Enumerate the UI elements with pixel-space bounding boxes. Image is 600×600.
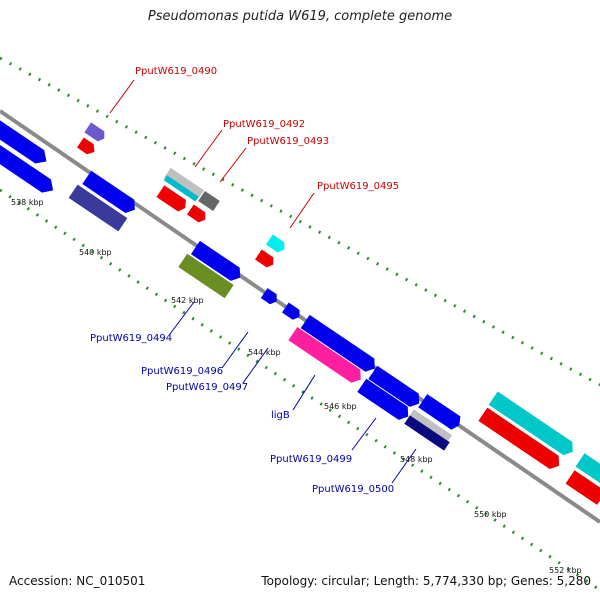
topology-text: Topology: circular; Length: 5,774,330 bp… — [261, 574, 591, 588]
gene-features — [0, 112, 600, 505]
outer-dotted-track — [0, 56, 600, 387]
gene-arrow[interactable] — [163, 175, 199, 202]
tick-label: 540 kbp — [79, 248, 112, 257]
gene-label[interactable]: PputW619_0500 — [312, 484, 394, 495]
gene-label[interactable]: PputW619_0494 — [90, 333, 172, 344]
accession-text: Accession: NC_010501 — [9, 574, 146, 588]
tick-label: 544 kbp — [248, 348, 281, 357]
gene-arrow[interactable] — [0, 140, 58, 197]
gene-labels-top: PputW619_0490 PputW619_0492 PputW619_049… — [135, 66, 399, 192]
gene-arrow[interactable] — [82, 170, 139, 217]
gene-arrow[interactable] — [565, 470, 600, 505]
gene-label[interactable]: PputW619_0493 — [247, 136, 329, 147]
gene-arrow[interactable] — [190, 240, 245, 284]
gene-arrow[interactable] — [575, 453, 600, 488]
gene-arrow[interactable] — [0, 112, 51, 168]
tick-label: 538 kbp — [11, 198, 44, 207]
gene-arrow[interactable] — [368, 365, 423, 411]
gene-label[interactable]: PputW619_0490 — [135, 66, 217, 77]
gene-arrow[interactable] — [255, 249, 277, 270]
callout-lines — [109, 79, 417, 484]
gene-arrow[interactable] — [357, 378, 412, 424]
gene-arrow[interactable] — [300, 314, 380, 375]
gene-arrow[interactable] — [198, 190, 220, 212]
gene-arrow[interactable] — [266, 234, 288, 255]
gene-arrow[interactable] — [68, 184, 128, 232]
tick-label: 548 kbp — [400, 455, 433, 464]
gene-arrow[interactable] — [164, 167, 204, 201]
gene-arrow[interactable] — [288, 326, 365, 386]
gene-label[interactable]: PputW619_0496 — [141, 366, 223, 377]
gene-arrow[interactable] — [418, 394, 463, 432]
gene-arrow[interactable] — [488, 391, 578, 459]
gene-arrow[interactable] — [260, 288, 280, 306]
gene-arrow[interactable] — [156, 185, 189, 213]
tick-label: 550 kbp — [474, 510, 507, 519]
gene-arrow[interactable] — [77, 137, 98, 157]
tick-label: 542 kbp — [171, 296, 204, 305]
genome-title: Pseudomonas putida W619, complete genome — [147, 9, 453, 24]
gene-arrow[interactable] — [478, 407, 563, 473]
tick-label: 546 kbp — [324, 402, 357, 411]
gene-label[interactable]: ligB — [271, 410, 290, 421]
gene-label[interactable]: PputW619_0497 — [166, 382, 248, 393]
gene-arrow[interactable] — [187, 204, 209, 225]
gene-arrow[interactable] — [84, 122, 107, 143]
tick-labels: 538 kbp 540 kbp 542 kbp 544 kbp 546 kbp … — [11, 198, 582, 575]
gene-labels-bottom: PputW619_0494 PputW619_0496 PputW619_049… — [90, 333, 394, 495]
gene-label[interactable]: PputW619_0499 — [270, 454, 352, 465]
gene-arrow[interactable] — [404, 415, 450, 451]
gene-label[interactable]: PputW619_0492 — [223, 119, 305, 130]
gene-arrow[interactable] — [178, 253, 234, 299]
gene-label[interactable]: PputW619_0495 — [317, 181, 399, 192]
gene-arrow[interactable] — [282, 302, 303, 322]
gene-arrow[interactable] — [408, 409, 453, 444]
tick-label: 552 kbp — [549, 566, 582, 575]
